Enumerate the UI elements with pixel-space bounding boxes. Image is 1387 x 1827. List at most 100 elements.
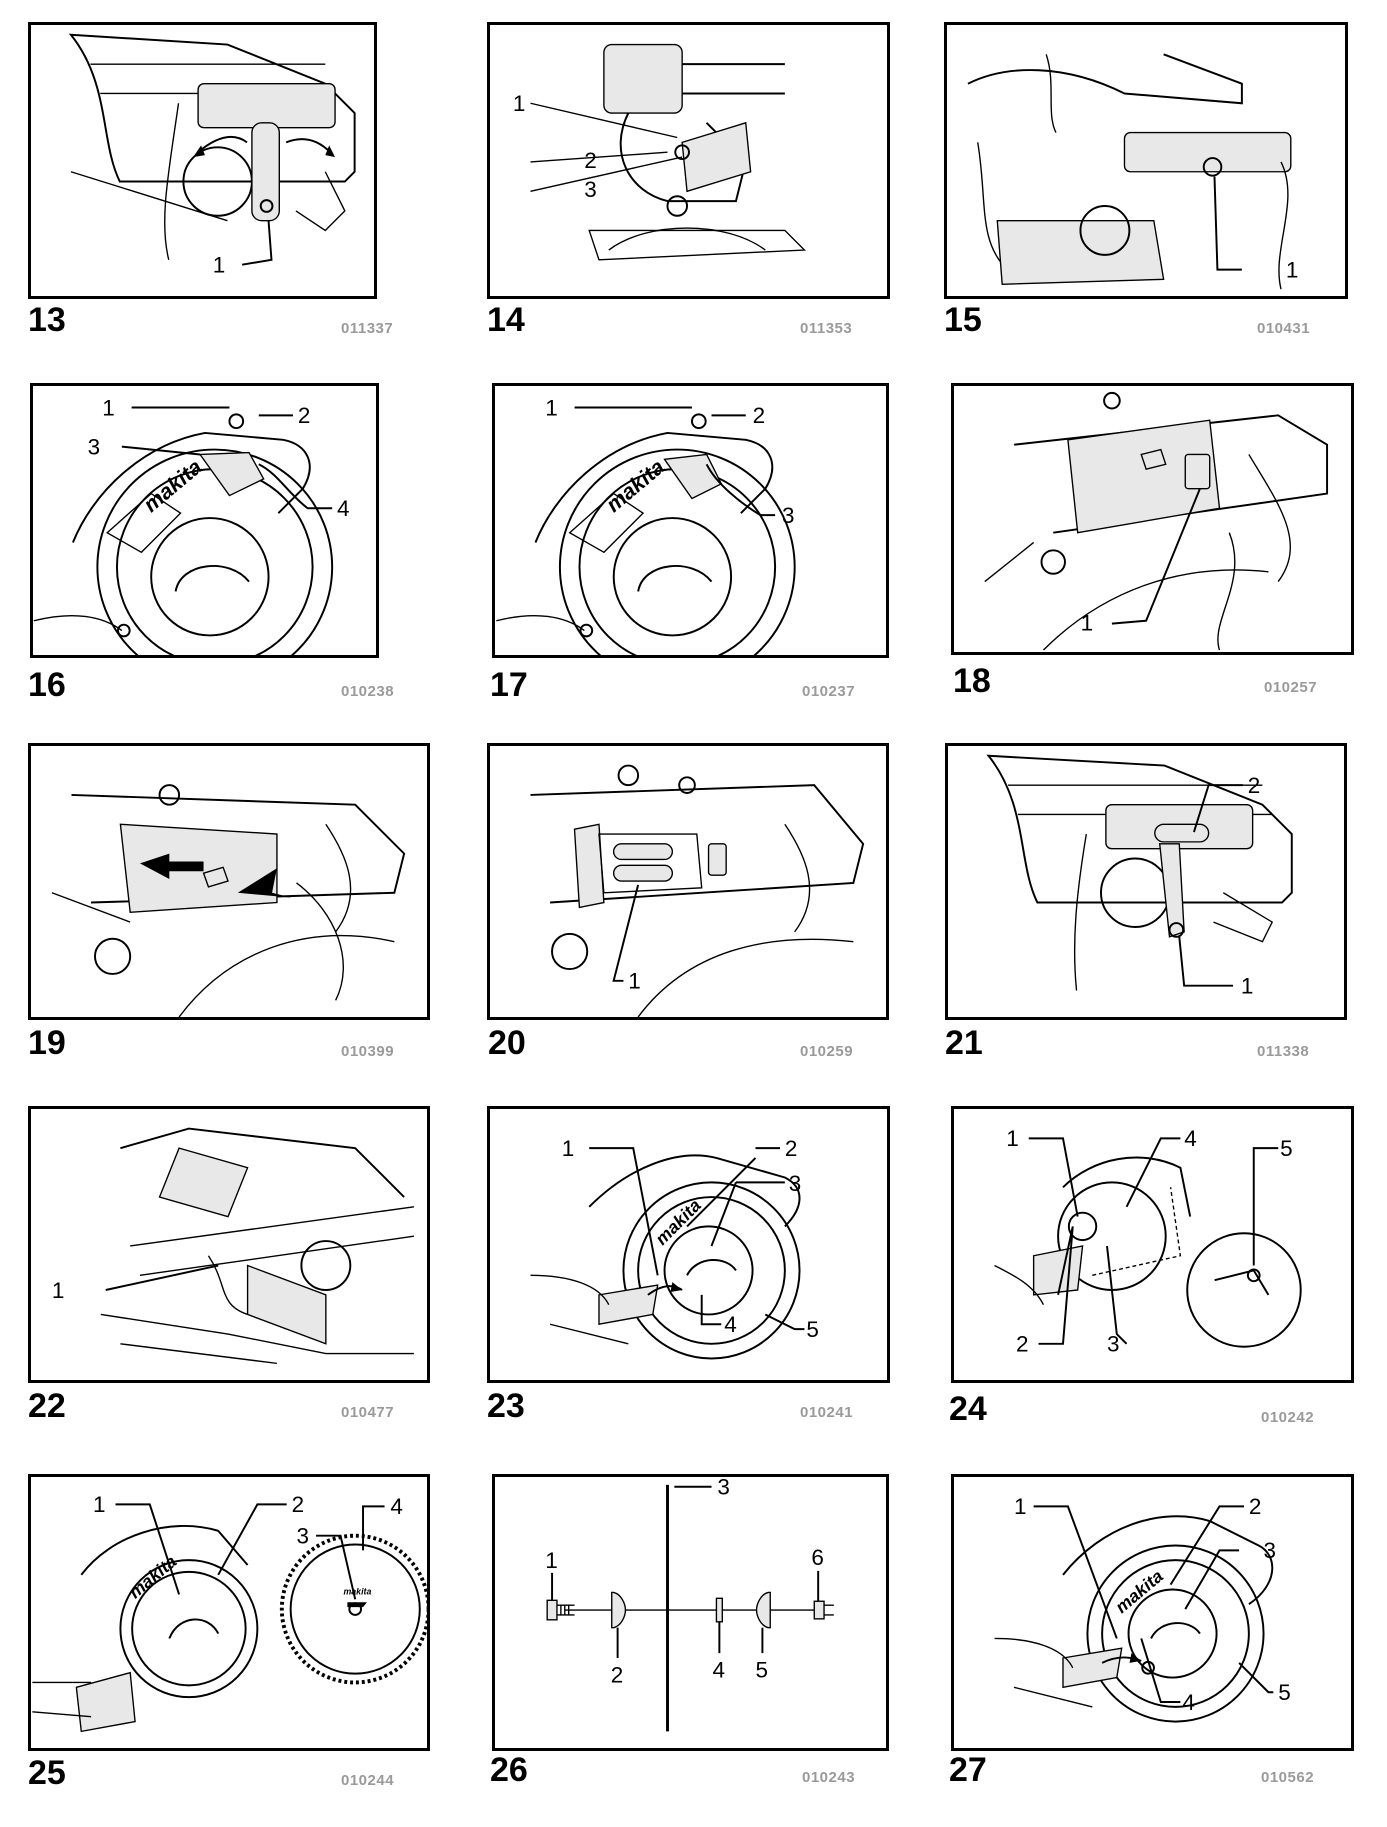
figure-code: 011338 <box>1257 1043 1310 1060</box>
callout-1: 1 <box>93 1492 106 1517</box>
callout-2: 2 <box>753 403 766 428</box>
callout-5: 5 <box>806 1317 819 1342</box>
callout-4: 4 <box>337 496 350 521</box>
callout-2: 2 <box>1248 773 1261 798</box>
figure-code: 010259 <box>800 1043 854 1060</box>
handle-lock-illustration: 1 2 <box>986 754 1293 999</box>
figure-number: 18 <box>953 662 991 700</box>
callout-1: 1 <box>513 91 526 116</box>
callout-1: 1 <box>1081 610 1094 635</box>
callout-3: 3 <box>1107 1332 1120 1357</box>
callout-3: 3 <box>782 503 795 528</box>
figure-17-illustration: makita 1 2 3 <box>492 383 889 658</box>
figure-number: 21 <box>945 1024 983 1062</box>
figure-code: 010238 <box>341 683 395 700</box>
brand-logo: makita <box>125 1551 181 1602</box>
callout-1: 1 <box>52 1278 65 1303</box>
spindle-lock-illustration: 1 4 5 2 3 <box>994 1126 1302 1357</box>
callout-2: 2 <box>584 148 597 173</box>
light-switch-illustration: 1 <box>967 53 1299 290</box>
callout-5: 5 <box>756 1658 769 1683</box>
callout-3: 3 <box>584 177 597 202</box>
figure-code: 010477 <box>341 1404 395 1421</box>
figure-13-illustration: 1 <box>28 22 377 299</box>
blade-install-illustration: makita makita 1 2 3 4 <box>32 1492 427 1733</box>
figure-code: 010242 <box>1261 1409 1315 1426</box>
figure-16-illustration: makita 1 2 3 4 <box>30 383 379 658</box>
figure-18-illustration: 1 <box>951 383 1354 655</box>
callout-1: 1 <box>102 395 115 420</box>
figure-number: 24 <box>949 1390 987 1428</box>
figure-code: 011337 <box>341 320 394 337</box>
callout-5: 5 <box>1280 1136 1293 1161</box>
figure-number: 27 <box>949 1751 987 1789</box>
figure-number: 25 <box>28 1754 66 1792</box>
callout-2: 2 <box>611 1662 624 1687</box>
figure-number: 22 <box>28 1387 66 1425</box>
callout-4: 4 <box>713 1658 726 1683</box>
figure-number: 15 <box>944 301 982 339</box>
figure-code: 010243 <box>802 1769 856 1786</box>
figure-27-illustration: makita 1 2 3 4 5 <box>951 1474 1354 1751</box>
figure-code: 010257 <box>1264 679 1318 696</box>
figure-number: 20 <box>488 1024 526 1062</box>
callout-1: 1 <box>1006 1126 1019 1151</box>
callout-3: 3 <box>1264 1538 1277 1563</box>
callout-4: 4 <box>390 1494 403 1519</box>
blade-guard-illustration: makita 1 2 3 4 <box>33 395 350 655</box>
callout-1: 1 <box>1286 257 1299 282</box>
blade-guard-illustration: makita 1 2 3 <box>496 395 796 655</box>
callout-3: 3 <box>717 1477 730 1500</box>
figure-number: 16 <box>28 666 66 704</box>
figure-15-illustration: 1 <box>944 22 1348 299</box>
callout-3: 3 <box>297 1524 310 1549</box>
figure-number: 26 <box>490 1751 528 1789</box>
figure-14-illustration: 1 2 3 <box>487 22 890 299</box>
blade-assembly-exploded-diagram: 1 2 3 4 5 6 <box>545 1477 834 1732</box>
blade-brand-label: makita <box>343 1586 371 1596</box>
battery-compartment-illustration: 1 <box>530 764 865 1017</box>
callout-1: 1 <box>213 253 226 278</box>
figure-19-illustration <box>28 743 430 1020</box>
figure-number: 19 <box>28 1024 66 1062</box>
callout-1: 1 <box>545 395 558 420</box>
battery-cover-illustration: 1 <box>984 391 1329 651</box>
callout-1: 1 <box>628 969 641 994</box>
callout-4: 4 <box>724 1312 737 1337</box>
figure-code: 011353 <box>800 320 853 337</box>
callout-2: 2 <box>292 1492 305 1517</box>
callout-2: 2 <box>785 1136 798 1161</box>
callout-2: 2 <box>1249 1494 1262 1519</box>
callout-4: 4 <box>1184 1126 1197 1151</box>
figure-24-illustration: 1 4 5 2 3 <box>951 1106 1354 1383</box>
figure-number: 23 <box>487 1387 525 1425</box>
callout-4: 4 <box>1182 1690 1195 1715</box>
figure-number: 14 <box>487 301 525 339</box>
figure-code: 010399 <box>341 1043 395 1060</box>
callout-1: 1 <box>1241 974 1254 999</box>
callout-3: 3 <box>88 434 101 459</box>
stopper-adjustment-illustration: 1 2 3 <box>513 43 807 261</box>
callout-2: 2 <box>1016 1332 1029 1357</box>
brand-logo: makita <box>651 1195 705 1249</box>
callout-3: 3 <box>789 1171 802 1196</box>
figure-21-illustration: 1 2 <box>945 743 1347 1020</box>
callout-1: 1 <box>1014 1494 1027 1519</box>
figure-code: 010244 <box>341 1772 395 1789</box>
figure-26-illustration: 1 2 3 4 5 6 <box>492 1474 889 1751</box>
blade-removal-overview-illustration: 1 <box>52 1127 415 1365</box>
callout-6: 6 <box>811 1545 824 1570</box>
figure-number: 17 <box>490 666 528 704</box>
saw-handle-lock-illustration: 1 <box>68 33 356 278</box>
callout-5: 5 <box>1278 1680 1291 1705</box>
figure-23-illustration: makita 1 2 3 4 5 <box>487 1106 890 1383</box>
figure-code: 010241 <box>800 1404 854 1421</box>
figure-22-illustration: 1 <box>28 1106 430 1383</box>
figure-code: 010431 <box>1257 320 1311 337</box>
figure-20-illustration: 1 <box>487 743 889 1020</box>
battery-cover-removal-illustration <box>51 784 406 1017</box>
blade-case-reinstall-illustration: makita 1 2 3 4 5 <box>994 1494 1291 1723</box>
callout-1: 1 <box>562 1136 575 1161</box>
figure-25-illustration: makita makita 1 2 3 4 <box>28 1474 430 1751</box>
blade-case-illustration: makita 1 2 3 4 5 <box>530 1136 819 1360</box>
